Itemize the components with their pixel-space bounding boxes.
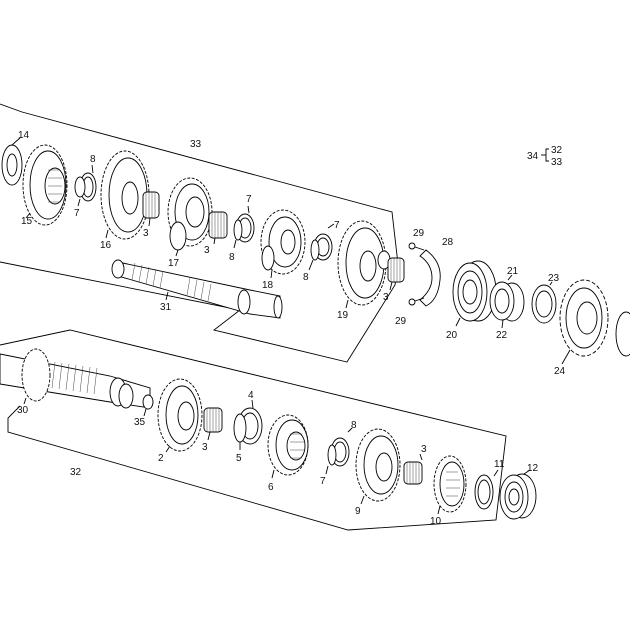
bushing-35 (142, 394, 154, 417)
needle-bearing-3d (203, 407, 223, 441)
gear-19 (337, 220, 391, 309)
gear-16 (100, 150, 150, 240)
needle-bearing-3b (208, 211, 228, 245)
callout-7: 7 (334, 220, 340, 231)
callout-8: 8 (351, 420, 357, 431)
gear-6 (267, 414, 309, 479)
callout-8: 8 (229, 252, 235, 263)
callout-6: 6 (268, 482, 274, 493)
callout-17: 17 (168, 258, 180, 269)
callout-7: 7 (74, 208, 80, 219)
washer-7d (325, 444, 337, 475)
callout-11: 11 (494, 459, 505, 470)
sprocket-24 (559, 279, 609, 365)
callout-33: 33 (190, 139, 202, 150)
legend-key: 34 (527, 151, 539, 162)
needle-bearing-3a (142, 191, 160, 227)
washer-7a (74, 176, 86, 207)
callout-21: 21 (507, 266, 519, 277)
callout-8: 8 (90, 154, 96, 165)
washer-8c (308, 239, 320, 271)
bolt-29a (408, 242, 425, 251)
bearing-12 (499, 469, 537, 520)
callout-15: 15 (21, 216, 33, 227)
gear-2 (157, 378, 203, 453)
legend-item-33: 33 (551, 157, 563, 168)
callout-7: 7 (246, 194, 252, 205)
callout-20: 20 (446, 330, 458, 341)
callout-29: 29 (413, 228, 425, 239)
spacer-21 (489, 274, 525, 329)
washer-14 (1, 137, 23, 186)
callout-3: 3 (383, 292, 389, 303)
nut-partial (615, 311, 630, 357)
shaft-30 (0, 348, 151, 409)
bolt-29b (408, 297, 425, 306)
callout-35: 35 (134, 417, 146, 428)
callout-28: 28 (442, 237, 454, 248)
needle-bearing-3e (403, 453, 423, 485)
callout-labels: 14 15 8 7 16 3 17 3 7 8 18 31 33 7 8 19 … (17, 130, 566, 527)
gear-9 (355, 428, 401, 505)
callout-29: 29 (395, 316, 407, 327)
callout-2: 2 (158, 453, 164, 464)
oil-seal-23 (531, 281, 557, 324)
callout-12: 12 (527, 463, 539, 474)
callout-8: 8 (303, 272, 309, 283)
washer-11 (474, 469, 499, 510)
bracket-33 (0, 103, 399, 363)
callout-10: 10 (430, 516, 442, 527)
circlip-8d (330, 427, 353, 467)
gear-15 (22, 144, 68, 226)
gear-10 (433, 455, 467, 515)
washer-8b (233, 219, 243, 249)
callout-7: 7 (320, 476, 326, 487)
legend-item-32: 32 (551, 145, 563, 156)
retainer-plate-28 (419, 249, 441, 307)
callout-16: 16 (100, 240, 112, 251)
callout-3: 3 (143, 228, 149, 239)
callout-18: 18 (262, 280, 274, 291)
callout-4: 4 (248, 390, 254, 401)
callout-3: 3 (202, 442, 208, 453)
needle-bearing-3c (387, 257, 405, 291)
callout-24: 24 (554, 366, 566, 377)
callout-9: 9 (355, 506, 361, 517)
gear-17 (167, 177, 213, 257)
bearing-20 (452, 260, 497, 327)
washer-5 (233, 413, 247, 450)
shaft-31 (111, 259, 283, 319)
callout-22: 22 (496, 330, 508, 341)
callout-30: 30 (17, 405, 29, 416)
callout-3: 3 (421, 444, 427, 455)
callout-31: 31 (160, 302, 172, 313)
bracket-32 (0, 329, 507, 531)
gear-18 (260, 209, 306, 279)
callout-23: 23 (548, 273, 560, 284)
callout-3: 3 (204, 245, 210, 256)
callout-14: 14 (18, 130, 30, 141)
callout-32: 32 (70, 467, 82, 478)
callout-5: 5 (236, 453, 242, 464)
legend-bracket (541, 148, 549, 162)
callout-19: 19 (337, 310, 349, 321)
